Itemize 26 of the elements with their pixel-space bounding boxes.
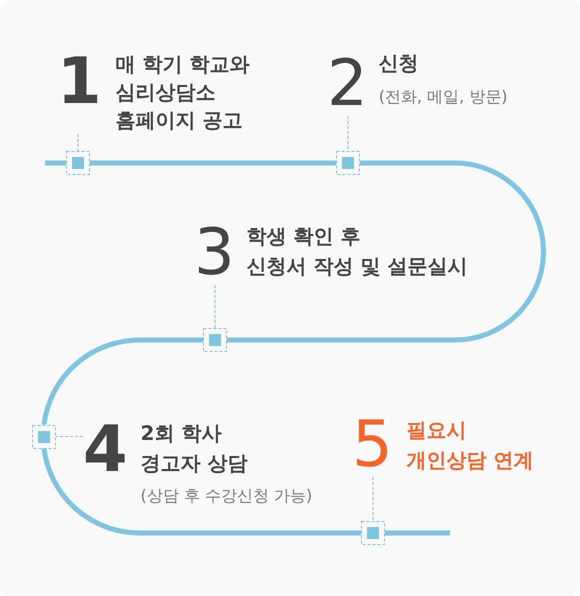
timeline-path bbox=[42, 338, 203, 425]
step-number: 3 bbox=[194, 221, 234, 285]
step-title: 신청 bbox=[378, 50, 419, 77]
step-title: 필요시 개인상담 연계 bbox=[406, 417, 534, 474]
timeline-path bbox=[90, 160, 336, 166]
timeline-path bbox=[227, 160, 546, 342]
step-title: 학생 확인 후 신청서 작성 및 설문실시 bbox=[246, 223, 468, 280]
step-marker-icon bbox=[203, 328, 227, 352]
step-note: (상담 후 수강신청 가능) bbox=[140, 485, 312, 507]
step-marker-icon bbox=[66, 151, 90, 175]
step-number: 4 bbox=[83, 418, 127, 482]
step-number: 2 bbox=[327, 52, 367, 116]
step-marker-icon bbox=[361, 521, 385, 545]
leader-line bbox=[372, 476, 374, 522]
step-note: (전화, 메일, 방문) bbox=[378, 86, 508, 108]
step-marker-icon bbox=[32, 424, 56, 448]
leader-line bbox=[214, 284, 216, 328]
step-title: 매 학기 학교와 심리상담소 홈페이지 공고 bbox=[116, 51, 250, 134]
timeline-path bbox=[42, 448, 361, 536]
timeline-path bbox=[385, 530, 450, 536]
step-number: 5 bbox=[352, 413, 392, 477]
step-marker-icon bbox=[336, 151, 360, 175]
timeline-path bbox=[45, 160, 66, 166]
step-title: 2회 학사 경고자 상담 bbox=[140, 420, 248, 477]
step-number: 1 bbox=[57, 50, 101, 114]
leader-line bbox=[56, 436, 84, 437]
